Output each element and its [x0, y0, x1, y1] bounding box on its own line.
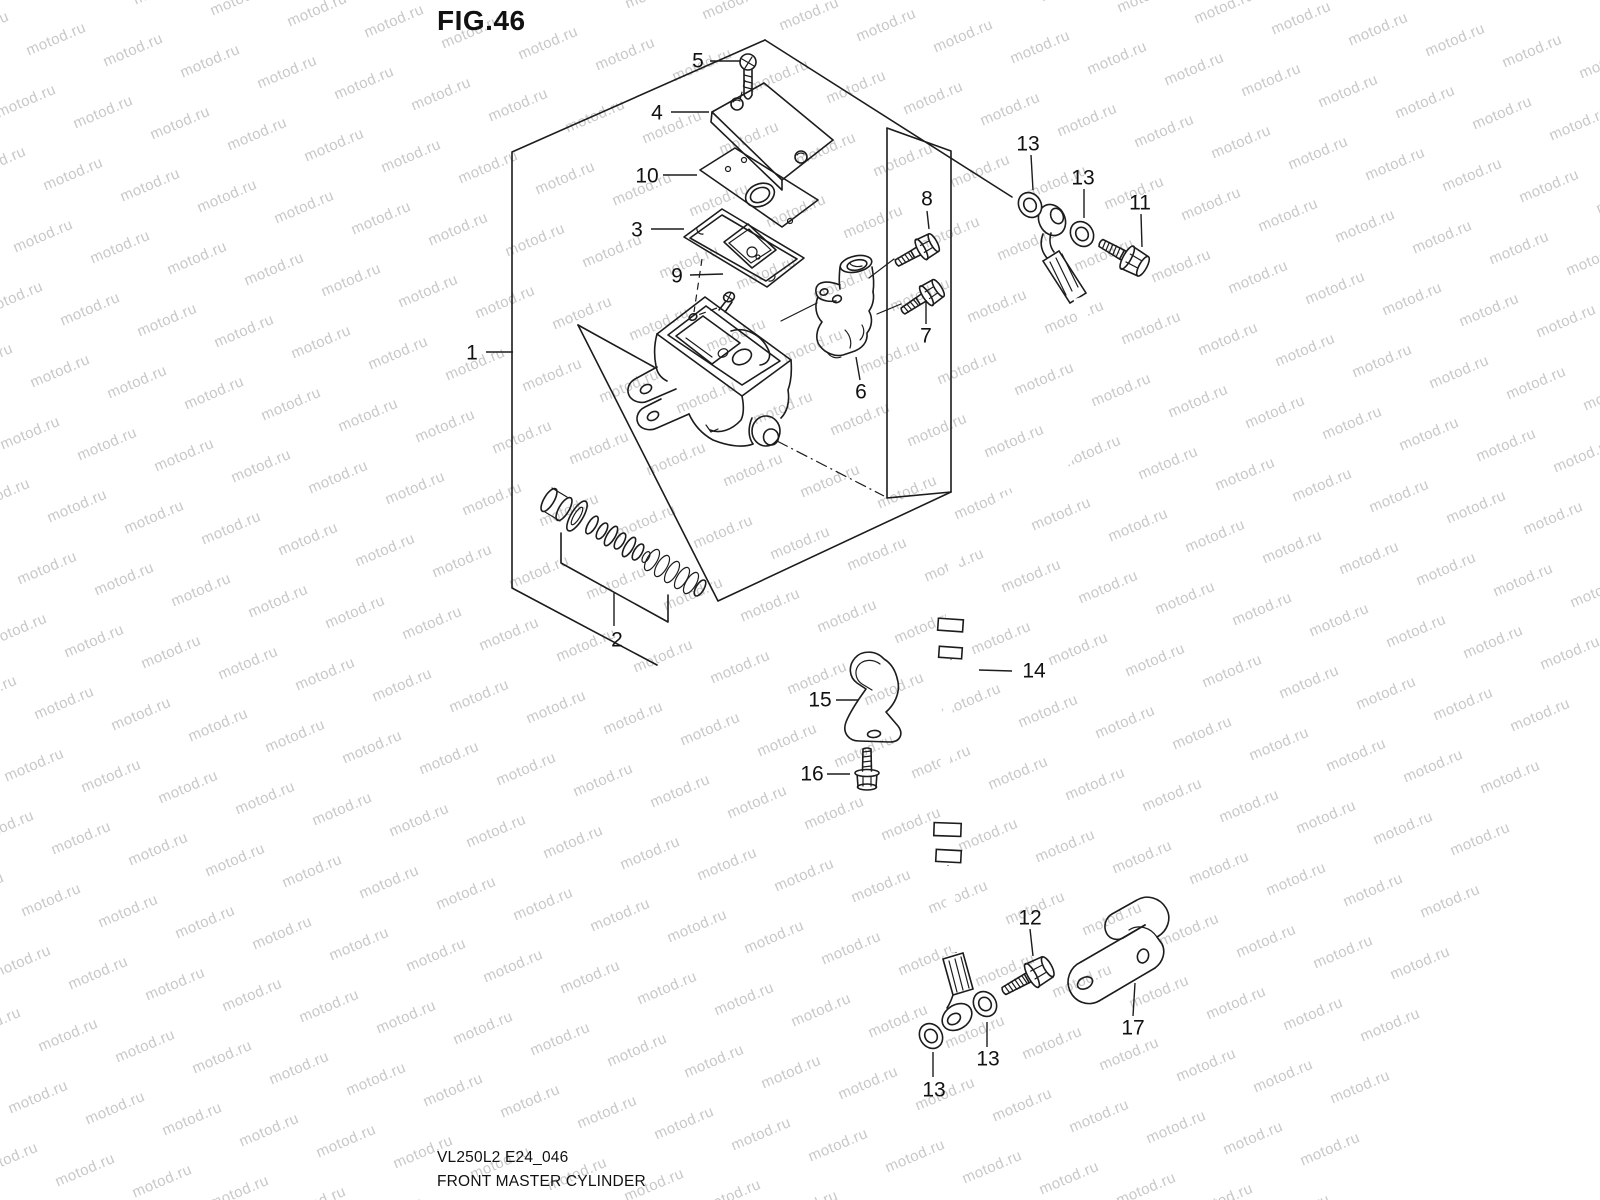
- callout-label-15: 15: [808, 689, 831, 712]
- part-17-hose-bracket: [1067, 896, 1170, 1005]
- assembly-boundary-box: [511, 39, 1013, 666]
- part-2-piston-set: [540, 487, 707, 623]
- part-13-washer-bottom-right: [972, 990, 998, 1018]
- callout-label-5: 5: [692, 50, 704, 73]
- part-6-holder: [815, 254, 875, 359]
- callout-label-1: 1: [466, 342, 478, 365]
- part-12-union-bolt: [1001, 955, 1055, 996]
- callout-label-16: 16: [800, 763, 823, 786]
- part-16-clamp-bolt: [854, 747, 880, 791]
- part-4-reservoir-cap: [710, 82, 834, 191]
- figure-name: FRONT MASTER CYLINDER: [437, 1173, 646, 1190]
- callout-leader-9: [689, 273, 724, 276]
- part-2-bracket: [560, 532, 669, 623]
- callout-leader-8: [926, 210, 930, 230]
- part-8-bolt: [894, 232, 941, 267]
- callout-label-13: 13: [1071, 167, 1094, 190]
- callout-leader-6: [855, 356, 861, 381]
- model-code: VL250L2 E24_046: [437, 1149, 569, 1166]
- figure-footer: VL250L2 E24_046 FRONT MASTER CYLINDER: [437, 1146, 646, 1194]
- part-13-washer-top-right: [1069, 220, 1095, 248]
- callout-label-4: 4: [651, 102, 663, 125]
- callout-label-11: 11: [1129, 192, 1151, 215]
- figure-title: FIG.46: [437, 5, 526, 36]
- part-3-diaphragm: [683, 208, 805, 288]
- callout-label-7: 7: [920, 325, 932, 348]
- part-15-hose-clamp: [844, 651, 902, 743]
- callout-label-17: 17: [1121, 1017, 1144, 1040]
- part-1-master-cylinder-body: [627, 296, 793, 447]
- callout-label-2: 2: [611, 629, 623, 652]
- callout-label-6: 6: [855, 381, 867, 404]
- callout-label-9: 9: [671, 265, 683, 288]
- callout-leader-17: [1132, 982, 1136, 1017]
- callout-label-13: 13: [1016, 133, 1039, 156]
- callout-leader-12: [1029, 928, 1034, 957]
- callout-leader-14: [978, 669, 1013, 672]
- callout-label-12: 12: [1018, 907, 1041, 930]
- part-14-brake-hose: [932, 203, 1093, 1032]
- alignment-lines: [693, 79, 902, 497]
- callout-label-8: 8: [921, 188, 933, 211]
- callout-leader-11: [1140, 213, 1143, 248]
- callout-label-13: 13: [922, 1079, 945, 1102]
- part-13-washer-top-left: [1017, 191, 1043, 219]
- part-9-screw: [718, 291, 736, 313]
- part-11-union-bolt: [1098, 238, 1151, 277]
- callout-label-14: 14: [1022, 660, 1046, 683]
- part-7-bolt: [900, 278, 946, 315]
- callout-label-13: 13: [976, 1048, 999, 1071]
- part-10-diaphragm-plate: [699, 147, 819, 228]
- callout-label-3: 3: [631, 219, 643, 242]
- callout-label-10: 10: [635, 165, 658, 188]
- part-13-washer-bottom-left: [918, 1022, 944, 1050]
- callout-leader-13: [1030, 154, 1034, 191]
